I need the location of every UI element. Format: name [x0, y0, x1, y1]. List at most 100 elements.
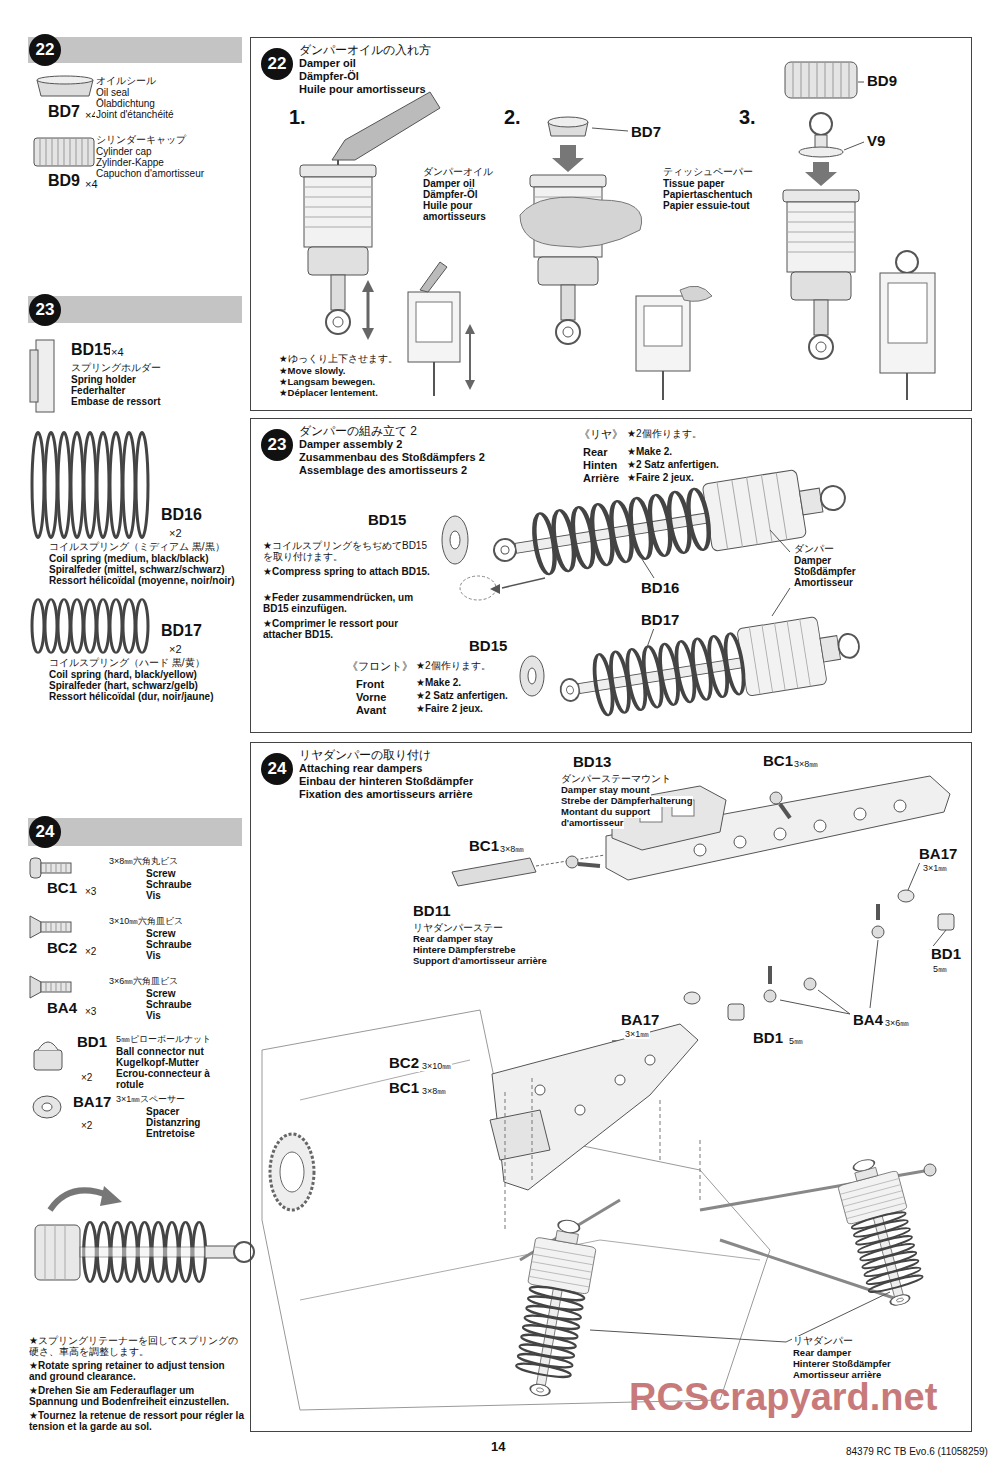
part-code: BD1 [930, 946, 962, 963]
note-text: コイルスプリング（ハード 黒/黄） [48, 657, 206, 668]
note-text: ★ゆっくり上下させます。 [278, 354, 399, 365]
step-number: 22 [29, 34, 61, 66]
note-text: Cylinder cap [95, 146, 153, 157]
note-text: Coil spring (hard, black/yellow) [48, 669, 198, 680]
part-code: BD15 [468, 638, 508, 655]
note-text: ★2 Satz anfertigen. [415, 690, 509, 701]
note-text: amortisseurs [422, 211, 487, 222]
step-band: 23 [28, 296, 242, 323]
note-text: 3×10㎜ [421, 1061, 452, 1071]
part-code: BD15 [70, 341, 113, 359]
note-text: ダンパー [793, 543, 835, 554]
note-text: Damper oil [422, 178, 476, 189]
note-text: ×2 [80, 1120, 93, 1131]
step-number: 23 [29, 294, 61, 326]
part-code: BD15 [367, 512, 407, 529]
part-code: BD17 [640, 612, 680, 629]
note-text: Schraube [145, 939, 193, 950]
note-text: Papiertaschentuch [662, 189, 753, 200]
note-text: Ölabdichtung [95, 98, 156, 109]
note-text: Embase de ressort [70, 396, 162, 407]
step-heading: Einbau der hinteren Stoßdämpfer [299, 775, 473, 787]
note-text: Screw [145, 868, 176, 879]
step-band: 22 [28, 37, 242, 63]
note-text: ★2 Satz anfertigen. [626, 459, 720, 470]
part-code: BC1 [388, 1080, 420, 1097]
note-text: 5㎜ [932, 964, 948, 974]
part-code: BD7 [47, 103, 81, 121]
part-code: BD1 [752, 1030, 784, 1047]
note-text: Kugelkopf-Mutter [115, 1057, 200, 1068]
note-text: リヤダンパーステー [412, 923, 504, 934]
note-text: Screw [145, 928, 176, 939]
note-text: Spiralfeder (hart, schwarz/gelb) [48, 680, 199, 691]
note-text: Hinterer Stoßdämpfer [792, 1359, 892, 1370]
part-code: BA4 [852, 1012, 884, 1029]
part-code: BD16 [160, 506, 203, 524]
note-text: 3×8㎜ [421, 1086, 447, 1096]
note-text: 84379 RC TB Evo.6 (11058259) [845, 1446, 989, 1457]
part-code: BA17 [620, 1012, 660, 1029]
note-text: Damper stay mount [560, 785, 651, 796]
note-text: ×2 [84, 946, 97, 957]
note-text: Damper [793, 555, 832, 566]
note-text: Federhalter [70, 385, 126, 396]
part-code: BD11 [412, 903, 452, 920]
note-text: 3×10㎜六角皿ビス [108, 916, 184, 926]
step-heading: Damper assembly 2 [299, 438, 402, 450]
note-text: Amortisseur [793, 577, 854, 588]
part-code: BD16 [640, 580, 680, 597]
note-text: Vorne [355, 691, 387, 703]
note-text: ×2 [168, 527, 183, 539]
part-code: BC2 [46, 940, 78, 957]
part-code: BD9 [866, 73, 898, 90]
note-text: Schraube [145, 999, 193, 1010]
step-heading: リヤダンパーの取り付け [299, 749, 431, 762]
note-text: ★Rotate spring retainer to adjust tensio… [28, 1360, 246, 1382]
part-code: BA17 [918, 846, 958, 863]
part-code: BA4 [46, 1000, 78, 1017]
note-text: ★Tournez la retenue de ressort pour régl… [28, 1410, 246, 1432]
step-heading: Assemblage des amortisseurs 2 [299, 464, 467, 476]
note-text: Hintere Dämpferstrebe [412, 945, 516, 956]
note-text: 3×6㎜六角皿ビス [108, 976, 179, 986]
step-heading: ダンパーの組み立て 2 [299, 425, 417, 438]
note-text: 3×1㎜ [922, 863, 948, 873]
note-text: リヤダンパー [792, 1336, 854, 1347]
part-code: RCScrapyard.net [628, 1376, 938, 1419]
note-text: ダンパーステーマウント [560, 774, 672, 785]
note-text: 5㎜ピローボールナット [115, 1034, 212, 1044]
note-text: Capuchon d'amortisseur [95, 168, 205, 179]
note-text: Screw [145, 988, 176, 999]
note-text: スプリングホルダー [70, 362, 162, 373]
note-text: Ecrou-connecteur à [115, 1068, 211, 1079]
note-text: rotule [115, 1079, 145, 1090]
note-text: ★Déplacer lentement. [278, 388, 379, 399]
note-text: Papier essuie-tout [662, 200, 751, 211]
note-text: Joint d'étanchéité [95, 109, 175, 120]
part-code: BD13 [572, 754, 612, 771]
note-text: ×2 [80, 1072, 93, 1083]
step-number: 23 [261, 429, 293, 461]
note-text: ★Move slowly. [278, 366, 346, 377]
note-text: Vis [145, 1010, 162, 1021]
step-heading: ダンパーオイルの入れ方 [299, 44, 431, 57]
note-text: Spring holder [70, 374, 137, 385]
note-text: ★Faire 2 jeux. [626, 472, 695, 483]
step-number: 24 [261, 753, 293, 785]
note-text: ★Faire 2 jeux. [415, 703, 484, 714]
note-text: Spacer [145, 1106, 180, 1117]
note-text: Ball connector nut [115, 1046, 205, 1057]
note-text: ★Compress spring to attach BD15. [262, 566, 434, 577]
step-number: 22 [261, 48, 293, 80]
note-text: 3×8㎜六角丸ビス [108, 856, 179, 866]
note-text: オイルシール [95, 75, 157, 86]
note-text: ×4 [110, 346, 125, 358]
note-text: Avant [355, 704, 387, 716]
step-heading: Huile pour amortisseurs [299, 83, 426, 95]
note-text: Front [355, 678, 385, 690]
note-text: Huile pour [422, 200, 473, 211]
note-text: 《リヤ》 [578, 428, 624, 440]
note-text: Rear damper stay [412, 934, 494, 945]
